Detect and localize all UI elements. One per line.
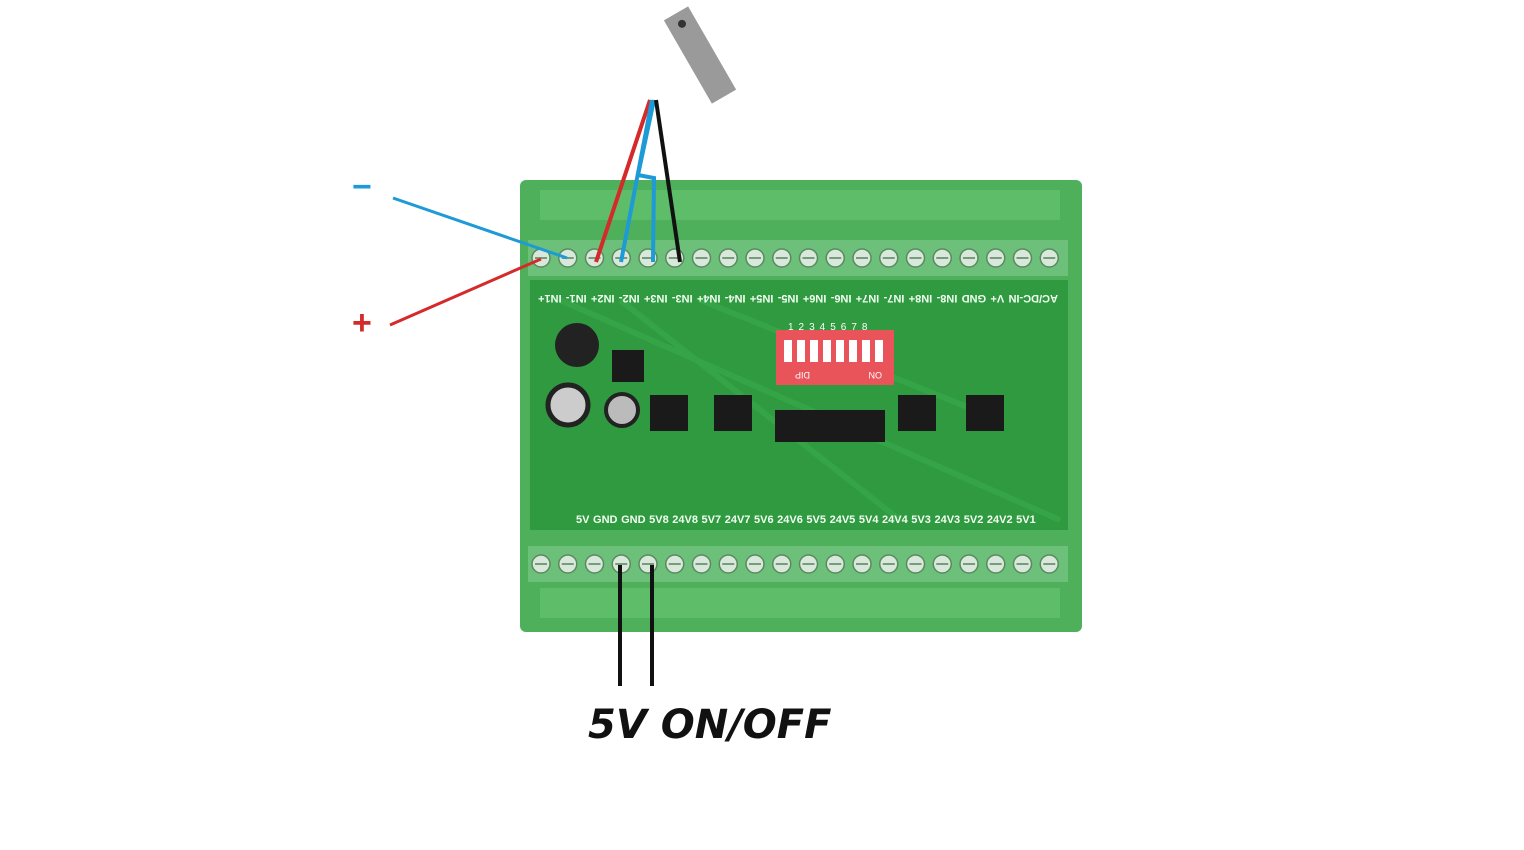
- dip-key[interactable]: [849, 340, 857, 362]
- terminal-label: 5V8: [649, 514, 669, 526]
- dip-numbers: 12345678: [788, 322, 873, 333]
- dip-switch[interactable]: [776, 330, 894, 385]
- terminal-label: 5V1: [1016, 514, 1036, 526]
- terminal-label: AC/DC-IN: [1008, 292, 1059, 304]
- dip-key[interactable]: [875, 340, 883, 362]
- dip-key[interactable]: [862, 340, 870, 362]
- terminal-label: 5V: [576, 514, 590, 526]
- terminal-label: 5V3: [911, 514, 931, 526]
- terminal-label: IN2-: [618, 292, 640, 304]
- red-wire-plus: [389, 257, 542, 327]
- terminal-label: IN7-: [883, 292, 905, 304]
- dip-switch-keys: [784, 340, 883, 362]
- terminal-label: IN8+: [908, 292, 933, 304]
- housing-top-rail: [540, 190, 1060, 220]
- sensor-blue-wire-2: [635, 99, 657, 263]
- terminal-label: IN3-: [671, 292, 693, 304]
- terminal-label: IN4+: [696, 292, 721, 304]
- regulator-ic: [612, 350, 644, 382]
- top-terminal-block: [528, 240, 1068, 276]
- optocouplers: [650, 395, 1004, 442]
- terminal-label: 24V7: [724, 514, 751, 526]
- terminal-label: IN4-: [724, 292, 746, 304]
- dip-label: DIP: [795, 370, 810, 380]
- terminal-label: 5V4: [858, 514, 879, 526]
- terminal-label: 24V2: [986, 514, 1013, 526]
- terminal-label: 5V5: [806, 514, 826, 526]
- dip-key[interactable]: [797, 340, 805, 362]
- terminal-label: IN6+: [802, 292, 827, 304]
- terminal-label: IN6-: [830, 292, 852, 304]
- terminal-label: IN7+: [855, 292, 880, 304]
- dip-key[interactable]: [823, 340, 831, 362]
- capacitor: [545, 382, 591, 428]
- terminal-label: GND: [593, 514, 618, 526]
- dip-on-label: ON: [869, 370, 883, 380]
- terminal-label: 24V6: [777, 514, 803, 526]
- terminal-label: V+: [990, 292, 1005, 304]
- terminal-label: 24V4: [882, 514, 908, 526]
- sensor-red-wire: [594, 99, 652, 263]
- terminal-label: 24V5: [829, 514, 856, 526]
- terminal-label: 5V6: [753, 514, 774, 526]
- terminal-label: IN5+: [749, 292, 774, 304]
- blue-wire-minus: [392, 196, 568, 260]
- terminal-label: IN1-: [565, 292, 587, 304]
- inductor: [555, 323, 599, 367]
- terminal-label: IN2+: [590, 292, 615, 304]
- dip-key[interactable]: [810, 340, 818, 362]
- bottom-terminal-block: [528, 546, 1068, 582]
- housing-bottom-rail: [540, 588, 1060, 618]
- terminal-label: IN5-: [777, 292, 799, 304]
- terminal-label: GND: [961, 292, 987, 304]
- terminal-label: 24V3: [934, 514, 961, 526]
- terminal-label: 5V2: [963, 514, 984, 526]
- minus-label: −: [352, 168, 372, 206]
- sensor-black-wire: [654, 99, 682, 263]
- terminal-label: IN3+: [643, 292, 668, 304]
- caption-5v-on-off: 5V ON/OFF: [588, 702, 832, 748]
- capacitor: [604, 392, 640, 428]
- terminal-label: 5V7: [701, 514, 722, 526]
- terminal-label: IN8-: [936, 292, 958, 304]
- dip-key[interactable]: [836, 340, 844, 362]
- terminal-label: IN1+: [538, 292, 562, 304]
- plus-label: +: [352, 304, 372, 342]
- terminal-label: GND: [621, 514, 646, 526]
- dip-key[interactable]: [784, 340, 792, 362]
- terminal-label: 24V8: [672, 514, 698, 526]
- sensor: [663, 6, 737, 104]
